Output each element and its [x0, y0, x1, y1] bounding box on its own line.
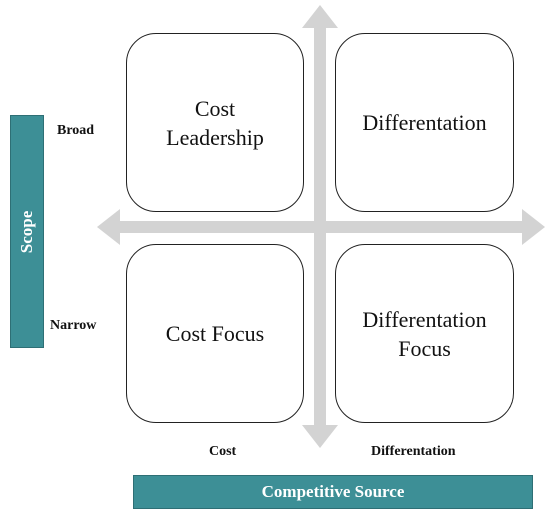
competitive-source-label: Competitive Source — [261, 482, 405, 501]
left-arrowhead — [97, 209, 120, 245]
quadrant-cost-focus: Cost Focus — [126, 244, 304, 423]
up-arrowhead — [302, 5, 338, 28]
quadrant-differentation: Differentation — [335, 33, 514, 212]
scope-tick-broad: Broad — [57, 123, 95, 138]
scope-tick-narrow: Narrow — [50, 318, 97, 333]
competitive-source-label-bar: Competitive Source — [133, 475, 533, 509]
source-tick-differentation: Differentation — [371, 444, 456, 459]
quadrant-differentation-focus: Differentation Focus — [335, 244, 514, 423]
quadrant-label: Differentation Focus — [362, 306, 487, 361]
quadrant-label: Cost Focus — [165, 321, 265, 346]
quadrant-cost-leadership: Cost Leadership — [126, 33, 304, 212]
source-tick-cost: Cost — [209, 444, 237, 459]
horizontal-axis-shaft — [118, 221, 526, 233]
right-arrowhead — [522, 209, 545, 245]
scope-axis-label: Scope — [17, 210, 36, 253]
quadrant-label: Differentation — [362, 110, 487, 135]
scope-axis-label-bar: Scope — [10, 115, 44, 348]
down-arrowhead — [302, 425, 338, 448]
quadrant-label: Cost Leadership — [166, 95, 264, 150]
